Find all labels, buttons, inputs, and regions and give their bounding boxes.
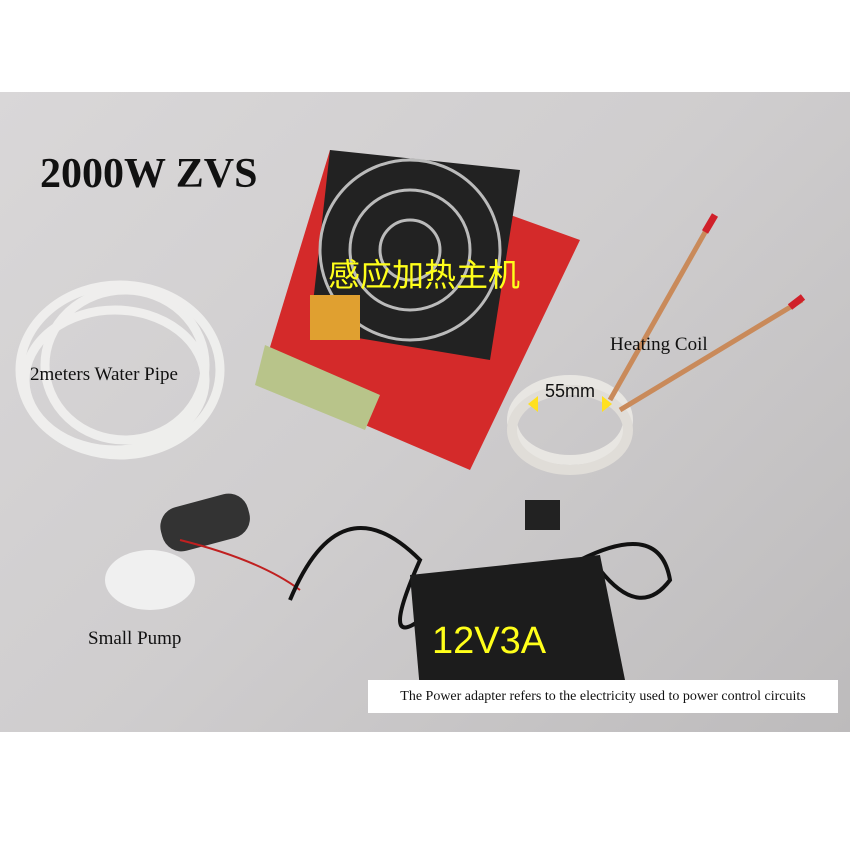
adapter-caption: The Power adapter refers to the electric… — [368, 680, 838, 713]
pump — [105, 493, 301, 610]
heating-coil — [507, 213, 806, 475]
pump-label: Small Pump — [88, 628, 182, 649]
product-title: 2000W ZVS — [40, 151, 258, 197]
coil-diameter-label: 55mm — [545, 381, 596, 401]
coil-label: Heating Coil — [610, 334, 708, 355]
board-label: 感应加热主机 — [328, 256, 521, 294]
adapter-label: 12V3A — [432, 620, 547, 662]
power-adapter — [288, 500, 673, 690]
induction-board — [255, 150, 580, 470]
pipe-label: 2meters Water Pipe — [30, 364, 178, 385]
water-pipe — [15, 280, 225, 460]
